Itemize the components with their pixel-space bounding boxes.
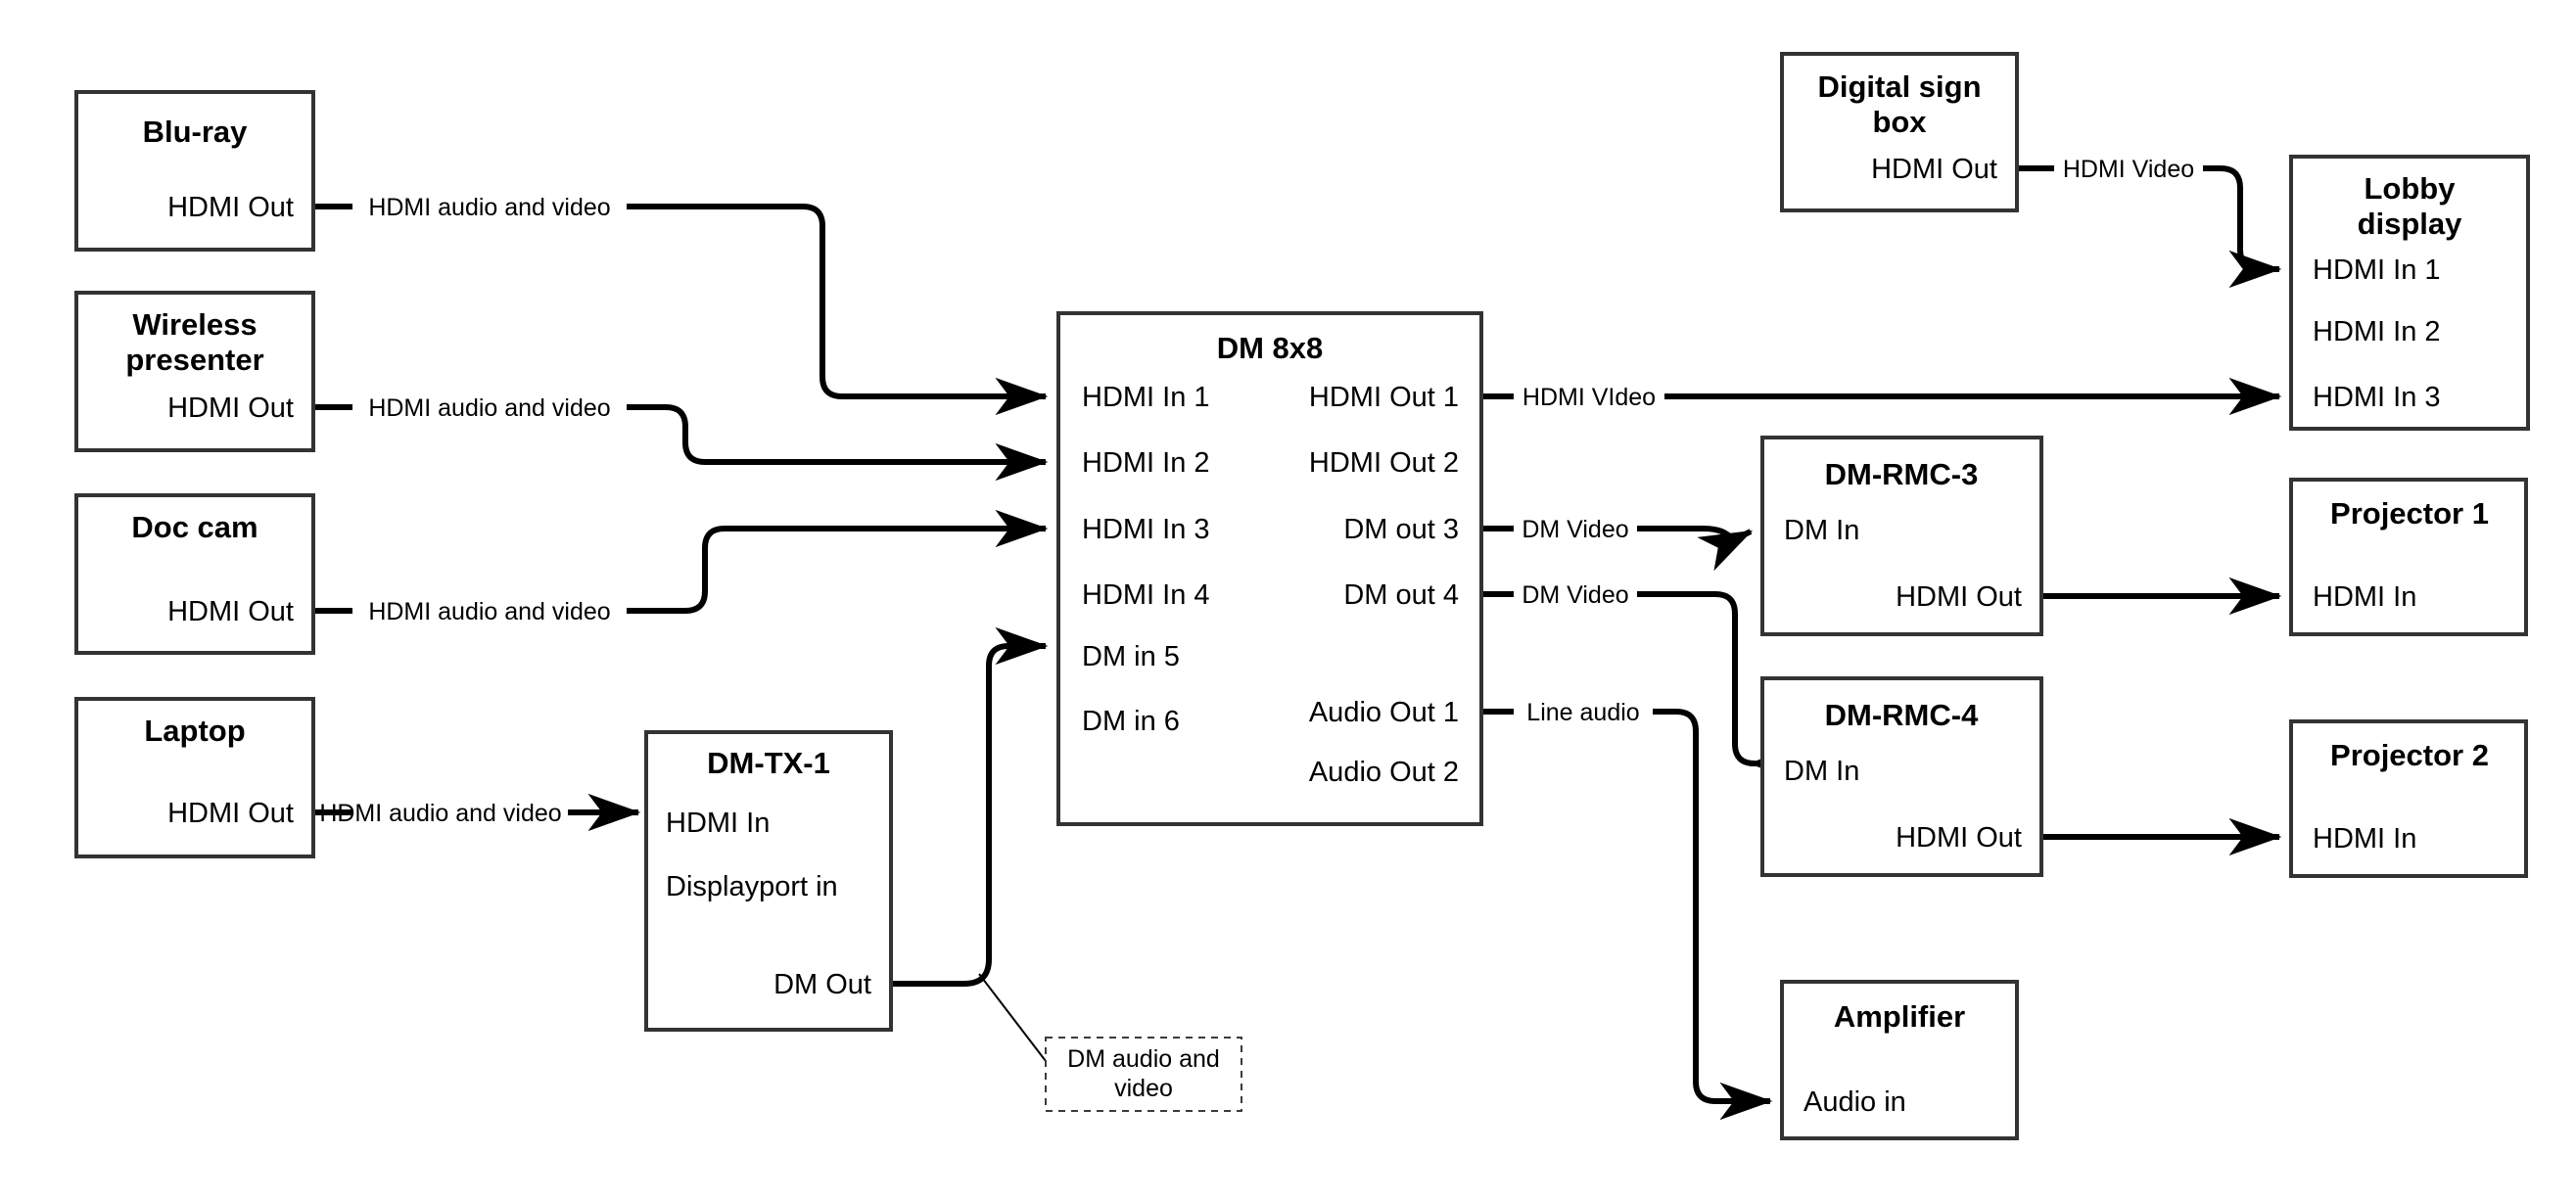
node-dm-rmc-3-title: DM-RMC-3 <box>1825 457 1979 491</box>
node-digital-sign-box-title-line-2: box <box>1872 105 1927 139</box>
node-bluray-port-hdmi-out: HDMI Out <box>167 192 294 223</box>
node-doc-cam[interactable]: Doc cam HDMI Out <box>74 493 315 655</box>
link-doccam-to-dm8x8 <box>313 529 1046 614</box>
edge-labels-layer: HDMI audio and video HDMI audio and vide… <box>319 156 2194 827</box>
node-dm-8x8-port-hdmi-in-4: HDMI In 4 <box>1082 579 1210 611</box>
node-dm-tx-1-title: DM-TX-1 <box>707 746 830 780</box>
node-dm-8x8-port-hdmi-in-1: HDMI In 1 <box>1082 382 1210 413</box>
node-projector-1[interactable]: Projector 1 HDMI In <box>2289 478 2528 636</box>
edge-label-dm8x8-dmout3-to-dmrmc3: DM Video <box>1522 516 1628 543</box>
node-lobby-display-title-line-2: display <box>2358 207 2463 241</box>
node-dm-8x8-port-audio-out-2: Audio Out 2 <box>1309 757 1459 788</box>
node-wireless-presenter-box[interactable] <box>74 291 315 452</box>
node-lobby-display-title-line-1: Lobby <box>2365 171 2457 206</box>
node-laptop-title: Laptop <box>144 714 245 748</box>
note-leader-line <box>978 973 1047 1062</box>
node-bluray-box[interactable] <box>74 90 315 252</box>
node-amplifier-title: Amplifier <box>1834 999 1965 1034</box>
node-dm-tx-1-port-hdmi-in: HDMI In <box>666 808 770 839</box>
node-dm-8x8-box[interactable] <box>1056 311 1483 826</box>
node-dm-tx-1[interactable]: DM-TX-1 HDMI In Displayport in DM Out <box>644 730 893 1032</box>
edge-label-dm8x8-hdmiout1-to-lobby: HDMI VIdeo <box>1522 384 1656 411</box>
node-laptop[interactable]: Laptop HDMI Out <box>74 697 315 858</box>
annotation-note-line-1: DM audio and <box>1067 1045 1220 1073</box>
node-projector-1-title: Projector 1 <box>2330 496 2489 531</box>
node-wireless-presenter-port-hdmi-out: HDMI Out <box>167 393 294 424</box>
node-wireless-presenter[interactable]: Wireless presenter HDMI Out <box>74 291 315 452</box>
node-dm-rmc-4-port-dm-in: DM In <box>1784 756 1859 787</box>
node-lobby-display-port-hdmi-in-2: HDMI In 2 <box>2313 316 2441 347</box>
node-lobby-display[interactable]: Lobby display HDMI In 1 HDMI In 2 HDMI I… <box>2289 155 2530 431</box>
node-dm-8x8-port-hdmi-out-1: HDMI Out 1 <box>1309 382 1459 413</box>
edge-label-dm8x8-dmout4-to-dmrmc4: DM Video <box>1522 581 1628 609</box>
link-digitalsign-to-lobby <box>2017 165 2279 269</box>
node-projector-1-port-hdmi-in: HDMI In <box>2313 581 2416 613</box>
node-doc-cam-title: Doc cam <box>131 510 258 544</box>
link-dm8x8-dmout3-to-dmrmc3 <box>1481 529 1751 540</box>
node-amplifier[interactable]: Amplifier Audio in <box>1780 980 2019 1140</box>
node-laptop-port-hdmi-out: HDMI Out <box>167 798 294 829</box>
node-projector-2-port-hdmi-in: HDMI In <box>2313 823 2416 855</box>
connections-layer <box>313 165 2279 1101</box>
node-dm-8x8-port-audio-out-1: Audio Out 1 <box>1309 697 1459 728</box>
node-amplifier-port-audio-in: Audio in <box>1803 1086 1906 1118</box>
edge-label-wireless-to-dm8x8: HDMI audio and video <box>368 394 610 422</box>
node-dm-rmc-4-title: DM-RMC-4 <box>1825 698 1979 732</box>
annotation-note-box <box>1045 1037 1242 1112</box>
node-lobby-display-port-hdmi-in-3: HDMI In 3 <box>2313 382 2441 413</box>
node-dm-rmc-3-box[interactable] <box>1760 436 2043 636</box>
node-dm-8x8-port-dm-out-3: DM out 3 <box>1343 514 1459 545</box>
edge-label-bluray-to-dm8x8: HDMI audio and video <box>368 194 610 221</box>
node-amplifier-box[interactable] <box>1780 980 2019 1140</box>
node-bluray-title: Blu-ray <box>143 115 249 149</box>
node-dm-rmc-4[interactable]: DM-RMC-4 DM In HDMI Out <box>1760 676 2043 877</box>
link-dmtx1-to-dm8x8 <box>889 626 1049 987</box>
node-bluray[interactable]: Blu-ray HDMI Out <box>74 90 315 252</box>
node-dm-8x8-port-hdmi-in-3: HDMI In 3 <box>1082 514 1210 545</box>
node-doc-cam-box[interactable] <box>74 493 315 655</box>
node-projector-2-title: Projector 2 <box>2330 738 2489 772</box>
node-digital-sign-box-title-line-1: Digital sign <box>1817 69 1981 104</box>
node-dm-tx-1-port-displayport-in: Displayport in <box>666 871 838 902</box>
annotation-dm-audio-and-video: DM audio and video <box>1045 1037 1242 1112</box>
node-projector-2[interactable]: Projector 2 HDMI In <box>2289 719 2528 878</box>
edge-label-doccam-to-dm8x8: HDMI audio and video <box>368 598 610 625</box>
annotation-note-line-2: video <box>1114 1075 1173 1102</box>
node-wireless-presenter-title-line-1: Wireless <box>132 307 257 342</box>
node-digital-sign-box[interactable]: Digital sign box HDMI Out <box>1780 52 2019 212</box>
node-projector-1-box[interactable] <box>2289 478 2528 636</box>
node-dm-8x8-port-hdmi-in-2: HDMI In 2 <box>1082 447 1210 479</box>
edge-label-digitalsign-to-lobby: HDMI Video <box>2063 156 2194 183</box>
node-dm-rmc-3-port-hdmi-out: HDMI Out <box>1896 581 2022 613</box>
node-dm-rmc-4-port-hdmi-out: HDMI Out <box>1896 822 2022 854</box>
node-dm-8x8-port-dm-in-5: DM in 5 <box>1082 641 1180 672</box>
link-wireless-to-dm8x8 <box>313 407 1046 462</box>
node-digital-sign-box-port-hdmi-out: HDMI Out <box>1871 154 1997 185</box>
node-dm-8x8-port-dm-out-4: DM out 4 <box>1343 579 1459 611</box>
node-digital-sign-box-box[interactable] <box>1780 52 2019 212</box>
node-laptop-box[interactable] <box>74 697 315 858</box>
node-lobby-display-port-hdmi-in-1: HDMI In 1 <box>2313 254 2441 286</box>
node-dm-rmc-4-box[interactable] <box>1760 676 2043 877</box>
node-wireless-presenter-title-line-2: presenter <box>125 343 263 377</box>
edge-label-dm8x8-audioout1-to-amplifier: Line audio <box>1526 699 1639 726</box>
node-dm-tx-1-port-dm-out: DM Out <box>773 969 871 1000</box>
node-doc-cam-port-hdmi-out: HDMI Out <box>167 596 294 627</box>
node-dm-rmc-3-port-dm-in: DM In <box>1784 515 1859 546</box>
link-dm8x8-dmout4-to-dmrmc4 <box>1481 591 1755 763</box>
node-lobby-display-box[interactable] <box>2289 155 2530 431</box>
node-projector-2-box[interactable] <box>2289 719 2528 878</box>
link-bluray-to-dm8x8 <box>313 204 1046 396</box>
node-dm-8x8-title: DM 8x8 <box>1217 331 1324 365</box>
link-dm8x8-audioout1-to-amplifier <box>1481 709 1770 1101</box>
edge-label-laptop-to-dmtx1: HDMI audio and video <box>319 800 561 827</box>
node-dm-rmc-3[interactable]: DM-RMC-3 DM In HDMI Out <box>1760 436 2043 636</box>
node-dm-tx-1-box[interactable] <box>644 730 893 1032</box>
node-dm-8x8-port-hdmi-out-2: HDMI Out 2 <box>1309 447 1459 479</box>
node-dm-8x8[interactable]: DM 8x8 HDMI In 1 HDMI In 2 HDMI In 3 HDM… <box>1056 311 1483 826</box>
node-dm-8x8-port-dm-in-6: DM in 6 <box>1082 706 1180 737</box>
